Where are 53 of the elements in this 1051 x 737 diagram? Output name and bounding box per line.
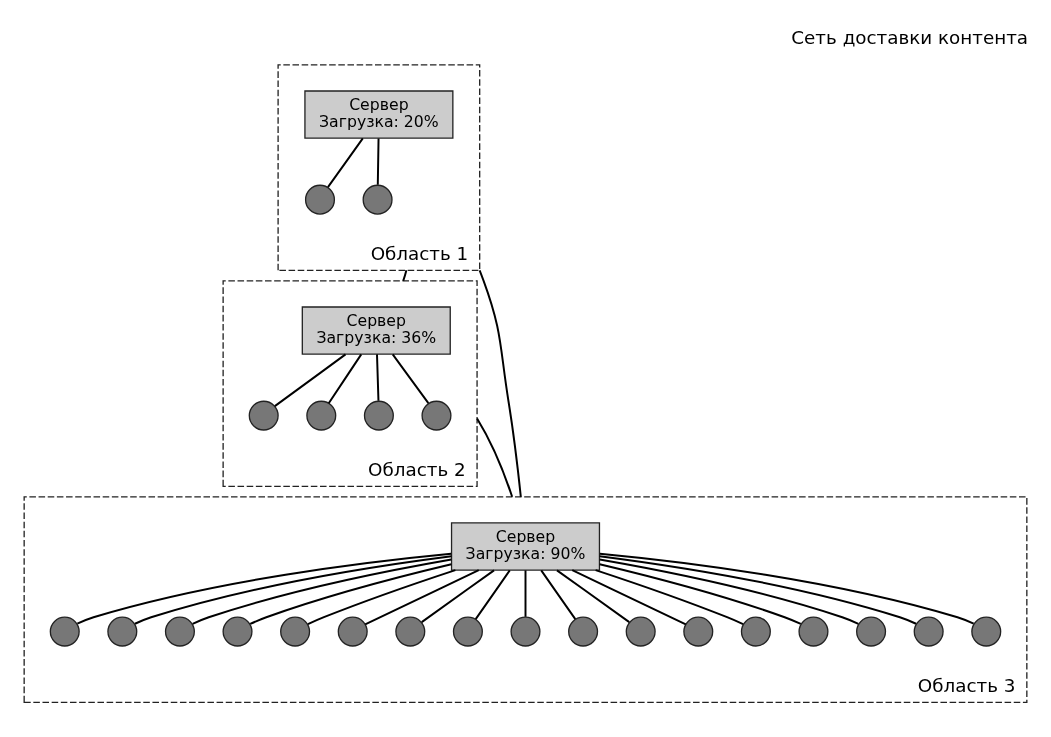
node-box: Сервер Загрузка: 90%	[450, 522, 601, 571]
connector	[391, 353, 430, 405]
connector	[598, 558, 860, 625]
node-circle	[362, 184, 393, 215]
connector	[556, 569, 631, 624]
connector	[474, 569, 511, 621]
node-circle	[740, 616, 771, 647]
diagram-title: Сеть доставки контента	[791, 27, 1029, 49]
node-circle	[337, 616, 368, 647]
node-circle	[452, 616, 483, 647]
node-circle	[222, 616, 253, 647]
connector	[594, 569, 745, 626]
connector	[364, 569, 480, 626]
connector	[249, 563, 453, 625]
node-circle	[625, 616, 656, 647]
connector	[273, 353, 347, 408]
node-circle	[683, 616, 714, 647]
connector	[76, 552, 453, 625]
node-circle	[107, 616, 138, 647]
connector	[598, 555, 917, 625]
connector	[326, 137, 364, 189]
node-circle	[421, 400, 452, 431]
connector	[327, 353, 363, 405]
node-box: Сервер Загрузка: 36%	[301, 306, 451, 355]
connector	[540, 569, 577, 621]
connector	[478, 269, 522, 498]
node-circle	[164, 616, 195, 647]
node-circle	[568, 616, 599, 647]
connector	[402, 269, 408, 282]
node-circle	[510, 616, 541, 647]
connector	[191, 558, 453, 625]
node-circle	[306, 400, 337, 431]
node-circle	[913, 616, 944, 647]
node-circle	[280, 616, 311, 647]
connector	[598, 552, 975, 625]
node-circle	[395, 616, 426, 647]
connector	[476, 417, 514, 498]
node-circle	[304, 184, 336, 215]
connector	[571, 569, 687, 626]
connector	[376, 137, 380, 186]
connector	[376, 353, 380, 402]
connector	[306, 569, 457, 626]
node-circle	[971, 616, 1002, 647]
connector	[420, 569, 495, 624]
node-circle	[856, 616, 887, 647]
node-circle	[363, 400, 394, 431]
node-box: Сервер Загрузка: 20%	[304, 90, 454, 139]
connector	[598, 563, 802, 625]
node-circle	[248, 400, 279, 431]
node-circle	[49, 616, 80, 647]
connector	[134, 555, 453, 625]
node-circle	[798, 616, 829, 647]
connector	[524, 569, 527, 618]
